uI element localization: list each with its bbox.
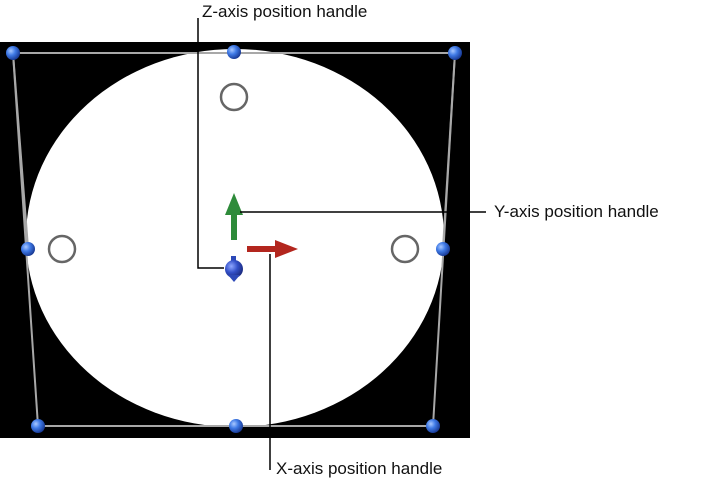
left-edge-segment [12, 52, 29, 249]
z-axis-callout-label: Z-axis position handle [202, 2, 368, 21]
top-right-control-point-icon[interactable] [448, 46, 462, 60]
left-circle-handle-icon[interactable] [47, 234, 77, 264]
left-center-control-point-icon[interactable] [21, 242, 35, 256]
top-left-control-point-icon[interactable] [6, 46, 20, 60]
right-center-control-point-icon[interactable] [436, 242, 450, 256]
x-axis-arrow-icon[interactable] [247, 240, 298, 258]
z-axis-handle-icon[interactable] [225, 256, 243, 282]
top-circle-handle-icon[interactable] [219, 82, 249, 112]
z-axis-leader-line [197, 18, 224, 269]
top-center-control-point-icon[interactable] [227, 45, 241, 59]
x-axis-callout-label: X-axis position handle [276, 459, 443, 478]
right-edge-segment [442, 52, 456, 249]
y-axis-callout-label: Y-axis position handle [494, 202, 659, 221]
y-axis-arrow-icon[interactable] [225, 193, 243, 240]
right-circle-handle-icon[interactable] [390, 234, 420, 264]
bottom-left-control-point-icon[interactable] [31, 419, 45, 433]
bottom-right-control-point-icon[interactable] [426, 419, 440, 433]
bottom-center-control-point-icon[interactable] [229, 419, 243, 433]
